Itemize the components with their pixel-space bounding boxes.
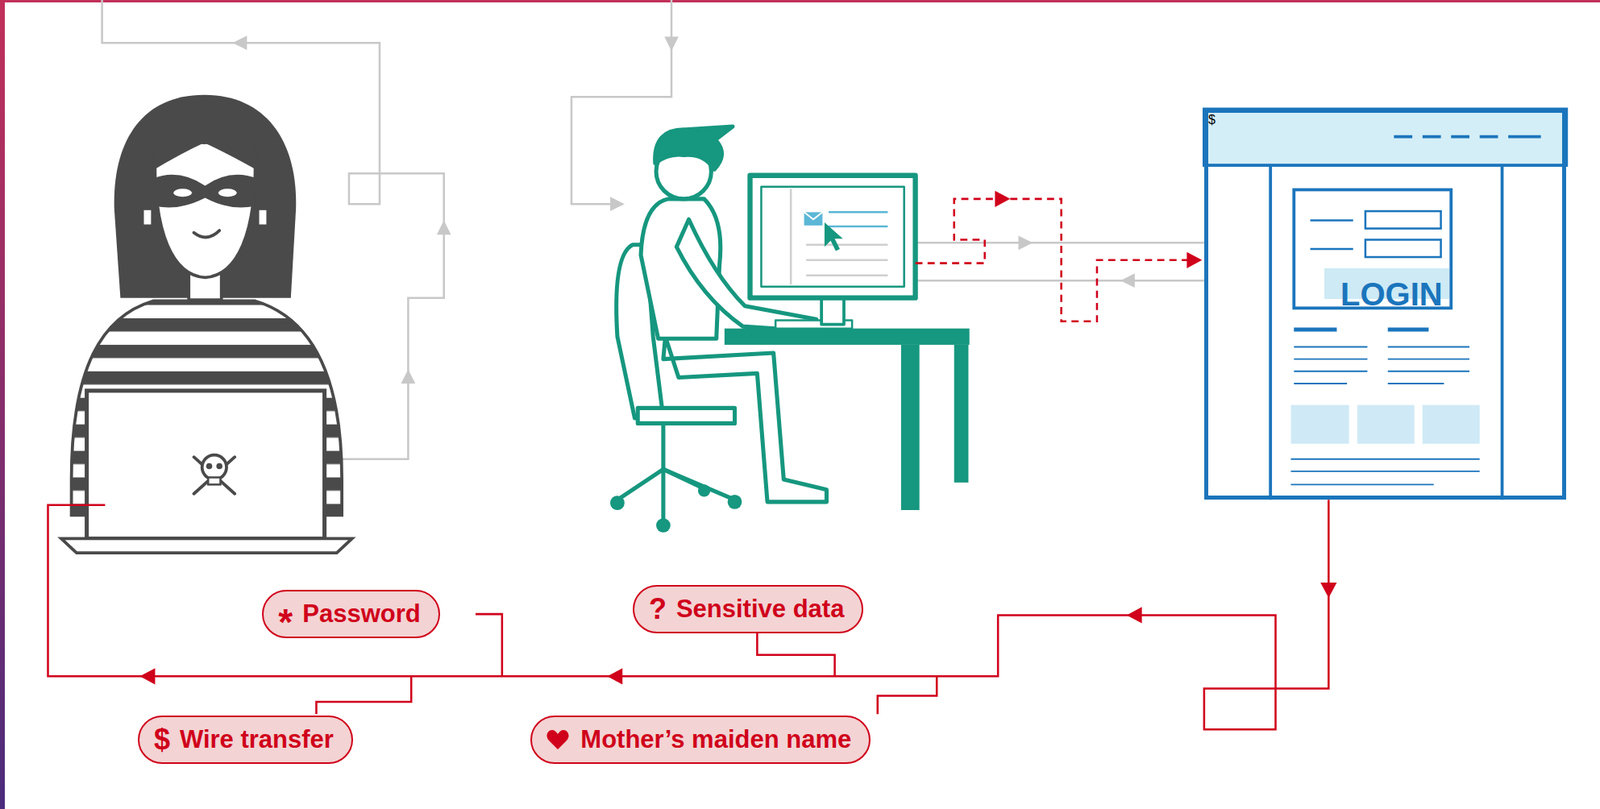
data-pill: $ Wire transfer [137, 715, 354, 765]
hacker-figure [61, 95, 353, 553]
edge-strip [0, 0, 1600, 3]
pill-icon: * [278, 600, 293, 645]
data-pill: ? Sensitive data [632, 585, 864, 634]
pill-label: Wire transfer [179, 725, 334, 755]
data-pill: *Password [261, 590, 440, 639]
pill-label: Mother’s maiden name [580, 725, 852, 755]
phish-flow [48, 199, 1330, 730]
pill-label: Password [302, 599, 420, 629]
data-pill: Mother’s maiden name [530, 715, 871, 765]
edge-strip [0, 0, 5, 809]
login-button: LOGIN [1324, 268, 1450, 300]
pill-icon: ? [648, 592, 667, 627]
heart-icon [546, 729, 570, 751]
browser-window: LOGIN $ [1204, 108, 1567, 500]
screen-content [790, 188, 888, 285]
pill-icon: $ [153, 723, 171, 757]
pill-label: Sensitive data [676, 594, 844, 624]
flow-arrow [232, 35, 1135, 384]
currency-symbol: $ [1208, 112, 1216, 127]
flow-arrow [139, 191, 1337, 686]
victim-figure [610, 126, 970, 533]
browser-page [1204, 108, 1567, 500]
button-label: LOGIN [1340, 276, 1443, 312]
